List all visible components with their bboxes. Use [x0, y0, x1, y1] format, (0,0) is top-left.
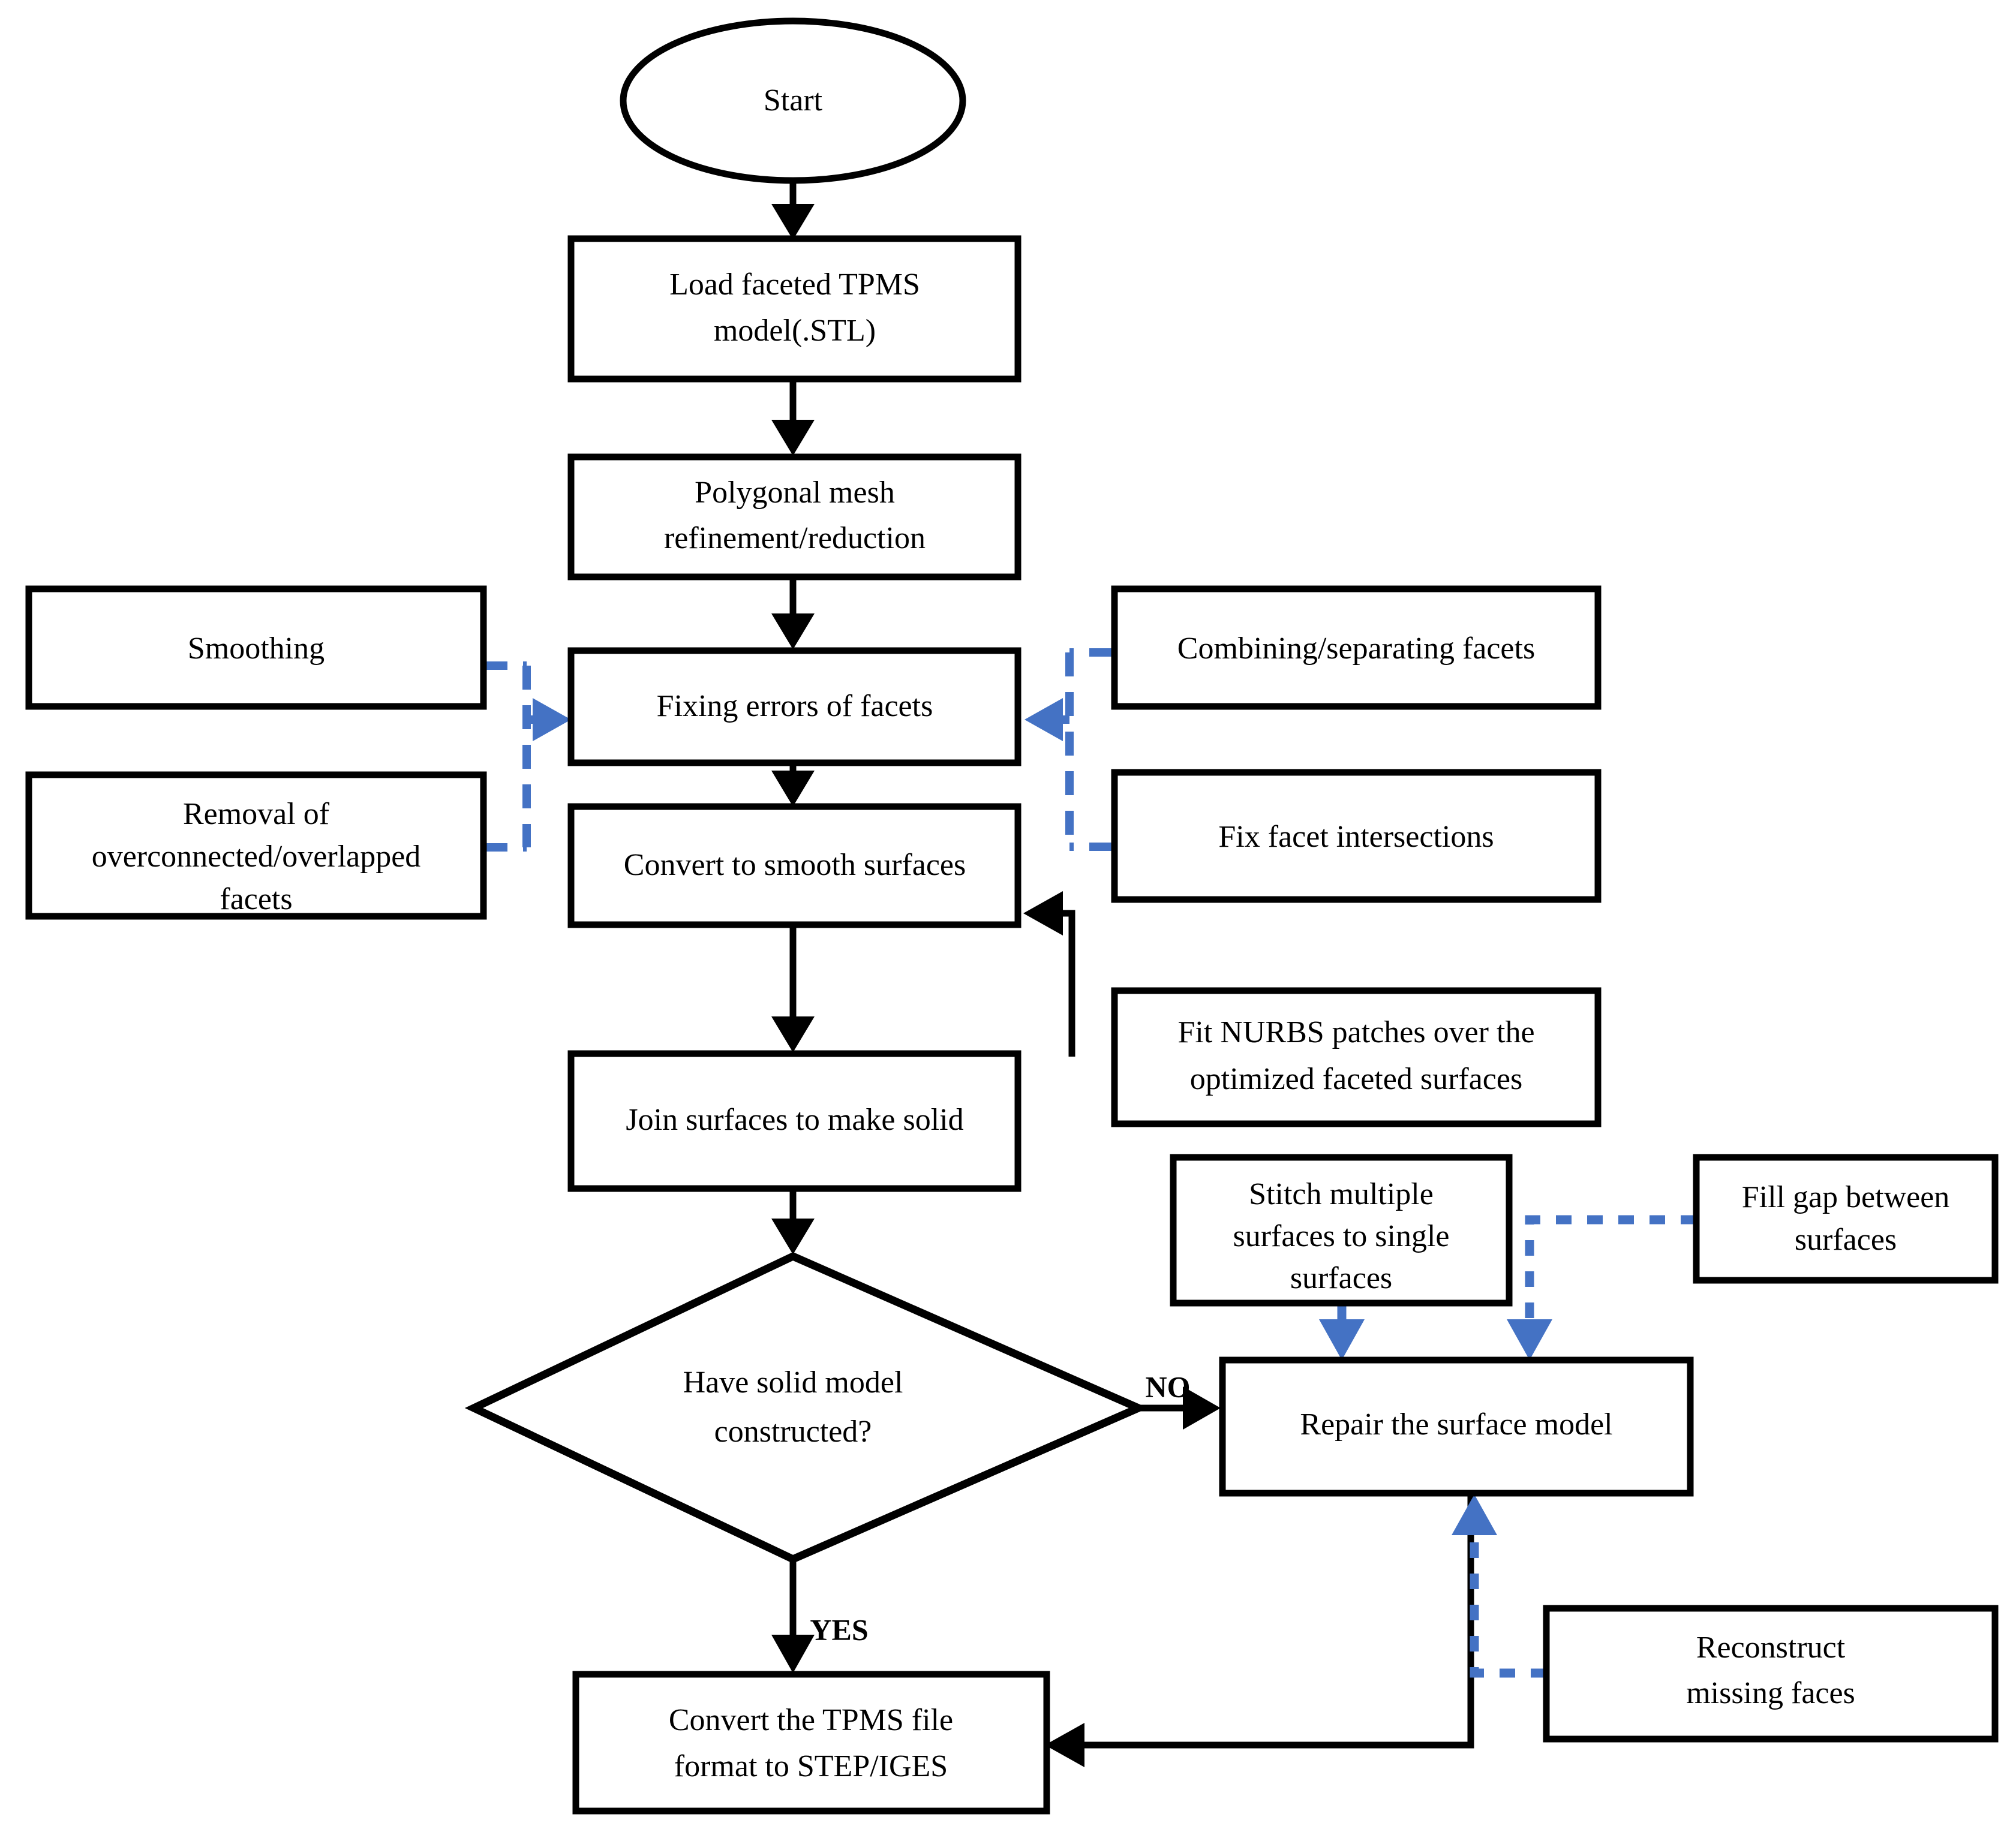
fill-gap-label-line2: surfaces [1795, 1223, 1897, 1257]
node-load-model[interactable]: Load faceted TPMS model(.STL) [567, 235, 1021, 383]
reconstruct-box-shape [1543, 1605, 1999, 1743]
convert-file-label-line1: Convert the TPMS file [669, 1703, 953, 1737]
node-start[interactable]: Start [620, 17, 966, 184]
fill-gap-label-line1: Fill gap between [1742, 1180, 1950, 1214]
convert-file-box-shape [572, 1671, 1050, 1815]
node-removal[interactable]: Removal of overconnected/overlapped face… [25, 771, 487, 920]
repair-label: Repair the surface model [1300, 1407, 1612, 1442]
fixing-errors-label: Fixing errors of facets [657, 689, 933, 723]
node-convert-smooth[interactable]: Convert to smooth surfaces [567, 803, 1021, 928]
node-combining[interactable]: Combining/separating facets [1111, 585, 1602, 710]
edge-nurbs-to-convert [1056, 910, 1075, 1057]
decision-label-line1: Have solid model [683, 1365, 903, 1400]
mesh-refine-label-line1: Polygonal mesh [695, 476, 895, 510]
arrowhead-yes-to-convertfile [771, 1635, 815, 1673]
decision-label-line2: constructed? [714, 1415, 872, 1449]
edge-repair-to-convertfile [1077, 1493, 1474, 1749]
stitch-box-shape [1170, 1154, 1513, 1307]
arrowhead-fillgap-to-repair [1507, 1319, 1552, 1360]
load-model-label-line1: Load faceted TPMS [669, 267, 920, 302]
removal-box-shape [25, 771, 487, 920]
load-model-label-line2: model(.STL) [714, 314, 876, 348]
join-surfaces-box-shape [567, 1050, 1021, 1192]
node-mesh-refine[interactable]: Polygonal mesh refinement/reduction [567, 453, 1021, 580]
arrowhead-reconstruct-to-repair [1452, 1494, 1497, 1535]
reconstruct-label-line1: Reconstruct [1696, 1631, 1846, 1665]
convert-smooth-box-shape [567, 803, 1021, 928]
combining-label: Combining/separating facets [1177, 631, 1535, 666]
stitch-label-line1: Stitch multiple [1249, 1177, 1434, 1211]
edge-group-blue-repair [1319, 1215, 1696, 1678]
mesh-refine-label-line2: refinement/reduction [664, 521, 926, 555]
edge-group-blue-left [483, 661, 571, 852]
node-fill-gap[interactable]: Fill gap between surfaces [1693, 1154, 1999, 1284]
combining-box-shape [1111, 585, 1602, 710]
reconstruct-label-line2: missing faces [1686, 1676, 1855, 1710]
node-fixing-errors[interactable]: Fixing errors of facets [567, 647, 1021, 766]
repair-box-shape [1219, 1356, 1694, 1497]
smoothing-box-shape [25, 585, 487, 710]
nurbs-box-shape [1111, 987, 1602, 1127]
arrowhead-left-to-fixing [533, 698, 571, 741]
start-label: Start [764, 83, 823, 118]
arrowhead-fixing-to-convert [771, 771, 815, 807]
edge-label-yes: YES [810, 1613, 868, 1646]
arrowhead-start-to-load [771, 204, 815, 240]
fix-intersections-label: Fix facet intersections [1218, 820, 1494, 854]
mesh-refine-box-shape [567, 453, 1021, 580]
stitch-label-line2: surfaces to single [1233, 1219, 1449, 1253]
decision-diamond-shape [464, 1252, 1149, 1564]
node-reconstruct[interactable]: Reconstruct missing faces [1543, 1605, 1999, 1743]
edge-group-black [771, 182, 1474, 1767]
arrowhead-mesh-to-fixing [771, 613, 815, 649]
removal-label-line1: Removal of [183, 797, 330, 831]
fixing-errors-box-shape [567, 647, 1021, 766]
edge-group-blue-right [1024, 648, 1113, 851]
convert-smooth-label: Convert to smooth surfaces [624, 848, 966, 882]
join-surfaces-label: Join surfaces to make solid [626, 1103, 963, 1137]
node-repair[interactable]: Repair the surface model [1219, 1356, 1694, 1497]
removal-label-line2: overconnected/overlapped [92, 840, 421, 874]
nurbs-label-line2: optimized faceted surfaces [1190, 1062, 1522, 1096]
node-fix-intersections[interactable]: Fix facet intersections [1111, 769, 1602, 903]
arrowhead-nurbs-to-convert [1023, 891, 1063, 935]
node-nurbs[interactable]: Fit NURBS patches over the optimized fac… [1111, 987, 1602, 1127]
node-decision[interactable]: Have solid model constructed? [464, 1252, 1149, 1564]
arrowhead-right-to-fixing [1024, 698, 1063, 741]
arrowhead-convert-to-join [771, 1016, 815, 1052]
edge-reconstruct-to-repair [1470, 1526, 1546, 1678]
arrowhead-no-to-repair [1183, 1386, 1221, 1430]
node-convert-file[interactable]: Convert the TPMS file format to STEP/IGE… [572, 1671, 1050, 1815]
arrowhead-join-to-decision [771, 1219, 815, 1255]
removal-label-line3: facets [220, 882, 292, 916]
start-ellipse-shape [620, 17, 966, 184]
node-stitch[interactable]: Stitch multiple surfaces to single surfa… [1170, 1154, 1513, 1307]
smoothing-label: Smoothing [188, 631, 325, 666]
edge-fillgap-to-repair [1525, 1215, 1696, 1330]
convert-file-label-line2: format to STEP/IGES [674, 1749, 948, 1783]
nurbs-label-line1: Fit NURBS patches over the [1177, 1015, 1534, 1049]
node-join-surfaces[interactable]: Join surfaces to make solid [567, 1050, 1021, 1192]
fix-intersections-box-shape [1111, 769, 1602, 903]
stitch-label-line3: surfaces [1290, 1261, 1392, 1295]
edge-label-no: NO [1146, 1370, 1191, 1403]
node-smoothing[interactable]: Smoothing [25, 585, 487, 710]
arrowhead-repair-to-convertfile [1045, 1723, 1084, 1767]
arrowhead-load-to-mesh [771, 420, 815, 456]
arrowhead-stitch-to-repair [1319, 1319, 1365, 1360]
load-model-box-shape [567, 235, 1021, 383]
fill-gap-box-shape [1693, 1154, 1999, 1284]
